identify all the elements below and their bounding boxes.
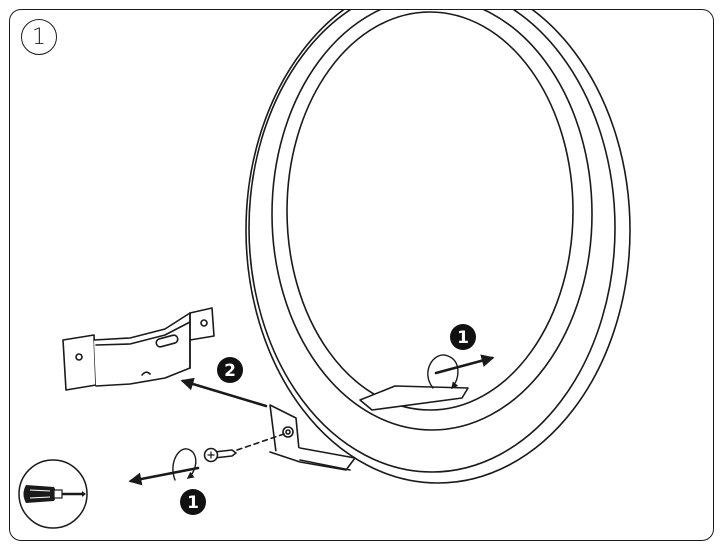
step-number-badge: 1 (21, 19, 57, 55)
mount-base-bottom (269, 447, 356, 471)
mount-plate-top (359, 385, 469, 411)
arrow-bracket-pull (180, 377, 268, 408)
callout-bracket-pull-label: 2 (224, 361, 236, 381)
mirror-glass-edge (286, 11, 574, 411)
mount-screw-hole (282, 426, 294, 438)
arrow-screw-out (128, 466, 200, 486)
screw (203, 433, 285, 463)
bracket-hole-left (75, 353, 83, 361)
screwdriver-handle (23, 485, 56, 503)
screwdriver-tool-icon (18, 459, 88, 529)
screw-path-dashes (236, 433, 285, 451)
screwdriver-tip (82, 491, 86, 497)
rotate-arrow-screw (172, 448, 197, 481)
mirror-outer-edge (245, 10, 631, 484)
mirror-inner-bevel (271, 10, 593, 431)
rotate-arrow-top (427, 354, 459, 390)
round-mirror (245, 10, 631, 484)
mirror-mount-base (269, 385, 469, 471)
callout-screw-remove: 1 (180, 489, 206, 515)
bracket-slot (155, 334, 179, 348)
callout-top-rotate-label: 1 (457, 328, 469, 348)
bracket-top-flange (189, 307, 215, 341)
bracket-hole-right (200, 319, 208, 327)
arrow-top-rotate (434, 354, 495, 375)
callout-screw-remove-label: 1 (187, 493, 199, 513)
callout-bracket-pull: 2 (217, 357, 243, 383)
screwdriver-ferrule (53, 489, 63, 499)
wall-bracket (62, 307, 215, 391)
callout-top-rotate: 1 (450, 324, 476, 350)
mirror-outer-bevel (248, 10, 616, 473)
bracket-end-plate (62, 334, 97, 391)
